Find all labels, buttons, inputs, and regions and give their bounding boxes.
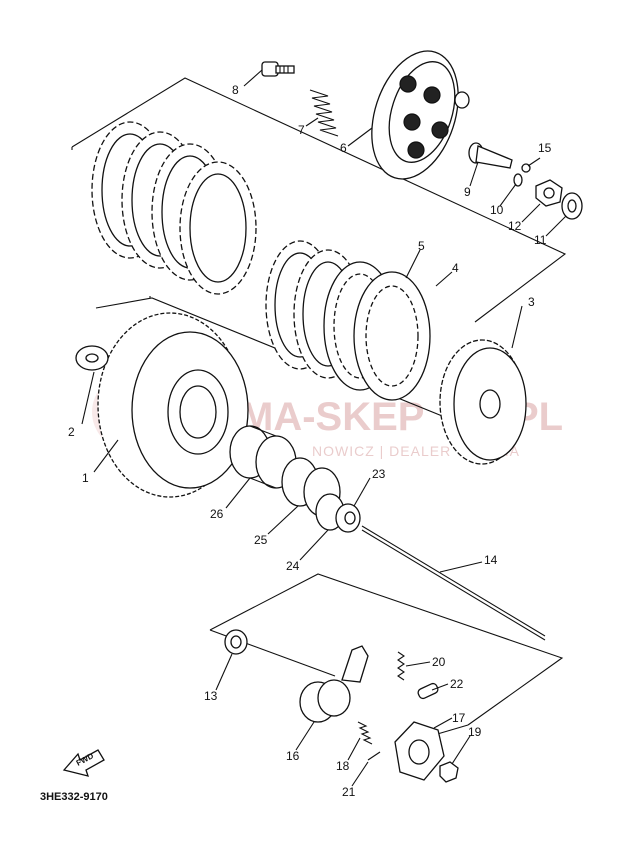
- clutch-spring-part-7: [309, 89, 339, 137]
- pin-part-22: [417, 682, 439, 700]
- screw-part-18: [357, 721, 373, 745]
- callout-26: 26: [210, 507, 224, 521]
- watermark-main: MA-SKEP: [240, 395, 424, 439]
- plate-stack-upper-left: [91, 121, 257, 295]
- pressure-plate-part-6: [371, 50, 470, 180]
- callout-22: 22: [450, 677, 464, 691]
- nut-part-19: [439, 761, 459, 783]
- callout-6: 6: [340, 141, 347, 155]
- leader-lines: [81, 69, 567, 787]
- long-push-rod-part-14: [361, 525, 546, 641]
- callout-9: 9: [464, 185, 471, 199]
- callout-2: 2: [68, 425, 75, 439]
- callout-20: 20: [432, 655, 446, 669]
- bracket-part-17: [394, 721, 445, 781]
- lock-washer-part-11: [561, 192, 583, 220]
- bolt-part-8: [261, 61, 295, 77]
- callout-7: 7: [298, 123, 305, 137]
- callout-10: 10: [490, 203, 504, 217]
- callout-21: 21: [342, 785, 356, 799]
- callout-23: 23: [372, 467, 386, 481]
- callout-16: 16: [286, 749, 300, 763]
- ring-part-23: [335, 503, 361, 533]
- callout-14: 14: [484, 553, 498, 567]
- callout-11: 11: [534, 233, 547, 247]
- push-rod-part-9: [468, 142, 513, 169]
- clutch-boss-part-3: [439, 339, 527, 465]
- thrust-washer-part-2: [75, 345, 109, 371]
- bolt-part-21: [367, 751, 381, 761]
- return-spring-part-20: [397, 651, 405, 681]
- callout-24: 24: [286, 559, 300, 573]
- callout-15: 15: [538, 141, 552, 155]
- diagram-code: 3HE332-9170: [40, 791, 108, 803]
- callout-25: 25: [254, 533, 268, 547]
- callout-labels: 8 7 6 9 10 15 12 11 3 4 5 2 1 26 25 24 2…: [68, 83, 552, 799]
- callout-13: 13: [204, 689, 218, 703]
- callout-19: 19: [468, 725, 482, 739]
- callout-8: 8: [232, 83, 239, 97]
- callout-12: 12: [508, 219, 522, 233]
- push-lever-shaft-part-16: [299, 645, 369, 723]
- callout-4: 4: [452, 261, 459, 275]
- plate-stack-middle: [265, 240, 431, 401]
- washer-part-10: [513, 173, 523, 187]
- assembly-outline-lower: [209, 573, 564, 746]
- clutch-housing-part-1: [97, 312, 249, 498]
- callout-3: 3: [528, 295, 535, 309]
- callout-17: 17: [452, 711, 466, 725]
- nut-part-12: [535, 179, 563, 207]
- callout-5: 5: [418, 239, 425, 253]
- oil-seal-part-13: [224, 629, 248, 655]
- callout-1: 1: [82, 471, 89, 485]
- forward-arrow-icon: FWD: [62, 749, 105, 777]
- assembly-outline-upper: [71, 77, 567, 323]
- callout-18: 18: [336, 759, 350, 773]
